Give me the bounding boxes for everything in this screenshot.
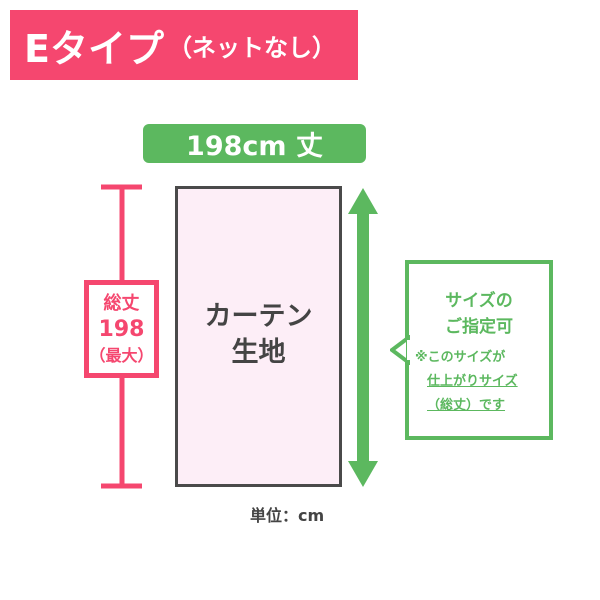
length-label: 総丈 198 （最大）: [84, 280, 159, 378]
width-label: 198cm 丈: [143, 124, 366, 163]
callout-note-3: （総丈）です: [427, 398, 506, 413]
curtain-label-2: 生地: [231, 337, 286, 368]
callout-head-2: ご指定可: [445, 317, 513, 337]
curtain-fabric: カーテン 生地: [175, 186, 342, 487]
title-main: Eタイプ: [24, 26, 164, 71]
curtain-label-1: カーテン: [204, 301, 313, 332]
callout-tail: [390, 335, 410, 365]
length-label-1: 総丈: [103, 293, 140, 314]
callout-box: サイズの ご指定可 ※このサイズが 仕上がりサイズ （総丈）です: [405, 260, 553, 440]
title-banner: Eタイプ （ネットなし）: [10, 10, 358, 80]
callout-note-1: ※このサイズが: [415, 350, 506, 365]
callout-note-2: 仕上がりサイズ: [427, 374, 518, 389]
title-sub: （ネットなし）: [167, 33, 336, 62]
callout-head-1: サイズの: [445, 291, 513, 311]
double-arrow-icon: [348, 188, 378, 487]
length-label-3: （最大）: [89, 346, 154, 365]
length-label-2: 198: [98, 317, 145, 342]
unit-label: 単位：cm: [250, 506, 325, 525]
